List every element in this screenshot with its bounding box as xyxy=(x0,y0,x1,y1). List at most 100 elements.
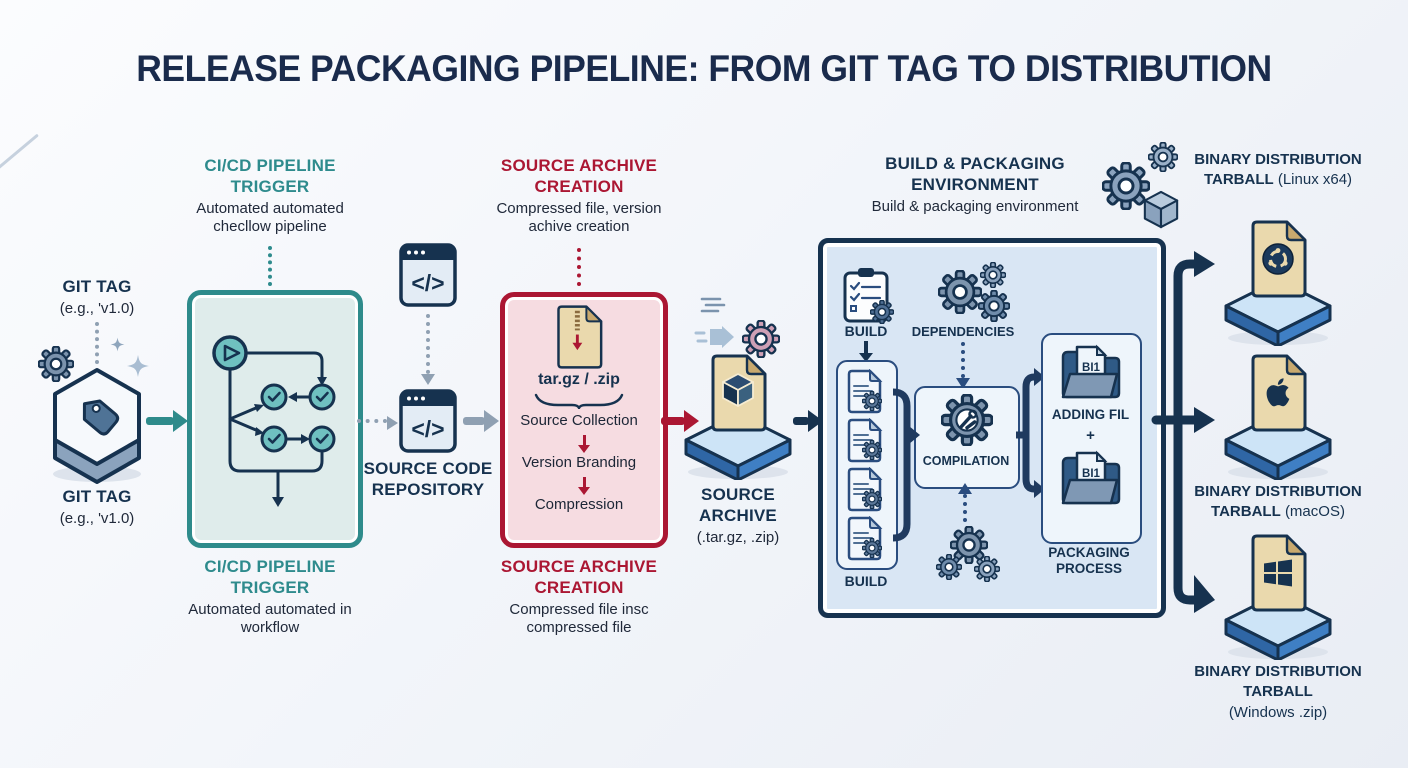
git-tag-bottom-sub: (e.g., 'v1.0) xyxy=(59,510,135,528)
source-archive-label-group: SOURCE ARCHIVE (.tar.gz, .zip) xyxy=(673,484,803,547)
git-tag-bottom-label: GIT TAG xyxy=(62,487,132,506)
archive-top-header: SOURCE ARCHIVE CREATION Compressed file,… xyxy=(491,155,667,237)
file-gear-icon xyxy=(846,467,886,513)
cicd-top-header: CI/CD PIPELINE TRIGGER Automated automat… xyxy=(182,155,358,237)
git-tag-top-label: GIT TAG xyxy=(62,277,132,296)
compilation-box: COMPILATION xyxy=(914,386,1020,489)
step-compression: Compression xyxy=(534,496,624,513)
folder-file-icon xyxy=(1061,451,1121,505)
file-gear-icon xyxy=(846,369,886,415)
cicd-top-sub: Automated automated checllow pipeline xyxy=(196,200,344,236)
build-environment-box: BUILD BUILD DEPENDENCIES COMPILATION xyxy=(818,238,1166,618)
cicd-bottom-header: CI/CD PIPELINE TRIGGER Automated automat… xyxy=(182,556,358,638)
lower-gears-icon xyxy=(936,526,1000,582)
linux-tarball-label: BINARY DISTRIBUTION TARBALL (Linux x64) xyxy=(1190,150,1366,191)
archive-bottom-title: SOURCE ARCHIVE CREATION xyxy=(500,557,658,598)
file-gear-icon xyxy=(846,418,886,464)
lines-decor xyxy=(700,297,726,313)
file-gear-icon xyxy=(846,516,886,562)
packaging-process-label: PACKAGING PROCESS xyxy=(1048,545,1130,577)
build-file-stack xyxy=(836,360,898,570)
git-tag-bottom-label-group: GIT TAG (e.g., 'v1.0) xyxy=(22,486,172,528)
windows-tarball-label: BINARY DISTRIBUTION TARBALL (Windows .zi… xyxy=(1183,662,1373,723)
pipeline-flowchart xyxy=(212,335,336,507)
git-tag-dotted-line xyxy=(95,322,99,364)
arrow-repo-to-archive xyxy=(463,417,485,425)
compilation-gear-icon xyxy=(940,393,994,447)
step-arrow-down xyxy=(577,435,590,453)
underbrace-decor xyxy=(534,393,624,409)
git-tag-top-sub: (e.g., 'v1.0) xyxy=(59,300,135,318)
play-icon xyxy=(212,335,248,371)
compilation-label: COMPILATION xyxy=(922,454,1010,468)
windows-logo-icon xyxy=(1264,559,1292,587)
dependencies-dotted-arrow xyxy=(956,342,970,389)
apple-logo-icon xyxy=(1266,378,1290,407)
linux-tarball-title: BINARY DISTRIBUTION TARBALL xyxy=(1194,151,1362,189)
source-code-repo-label: SOURCE CODE REPOSITORY xyxy=(363,459,493,500)
adding-fil-label: ADDING FIL xyxy=(1051,407,1130,422)
distribution-branch-connector xyxy=(1151,251,1215,613)
archive-top-title: SOURCE ARCHIVE CREATION xyxy=(500,156,658,197)
step-version-branding: Version Branding xyxy=(521,454,637,471)
windows-tarball-suffix: (Windows .zip) xyxy=(1228,703,1328,721)
build-env-title: BUILD & PACKAGING ENVIRONMENT xyxy=(885,154,1065,195)
linux-tarball-suffix: (Linux x64) xyxy=(1277,171,1353,189)
zip-file-icon xyxy=(557,305,603,369)
dotted-arrow-cicd-to-repo xyxy=(357,416,398,430)
cicd-pipeline-box xyxy=(187,290,363,548)
corner-decor-line xyxy=(0,133,39,170)
macos-tarball-title: BINARY DISTRIBUTION TARBALL xyxy=(1194,483,1362,521)
build-env-sub: Build & packaging environment xyxy=(871,198,1079,216)
windows-tarball-icon xyxy=(1224,534,1332,660)
source-archive-sub: (.tar.gz, .zip) xyxy=(696,529,780,547)
build-env-header: BUILD & PACKAGING ENVIRONMENT Build & pa… xyxy=(855,153,1095,216)
step-arrow-down xyxy=(577,477,590,495)
cicd-bottom-title: CI/CD PIPELINE TRIGGER xyxy=(204,557,336,598)
plus-label: + xyxy=(1086,427,1095,444)
archive-file-label: tar.gz / .zip xyxy=(538,371,620,388)
build-down-arrow xyxy=(859,341,873,362)
code-repo-icon xyxy=(399,243,457,307)
repo-dotted-arrow xyxy=(421,314,435,385)
arrow-archive-to-build xyxy=(793,417,809,425)
speed-arrow-decor xyxy=(694,326,734,348)
tag-icon xyxy=(82,399,120,436)
source-archive-icon xyxy=(684,354,792,480)
cicd-bottom-sub: Automated automated in workflow xyxy=(188,601,352,637)
packaging-box: ADDING FIL + xyxy=(1041,333,1142,544)
cicd-top-title: CI/CD PIPELINE TRIGGER xyxy=(204,156,336,197)
dependencies-gears-icon xyxy=(938,262,1010,322)
build-checklist-icon xyxy=(843,268,894,324)
sparkle-icon xyxy=(110,337,125,352)
compilation-to-packaging-connector xyxy=(1016,368,1045,498)
build-bottom-label: BUILD xyxy=(844,573,888,589)
cicd-dotted-line xyxy=(268,246,272,286)
code-repo-icon xyxy=(399,389,457,453)
page-title: RELEASE PACKAGING PIPELINE: FROM GIT TAG… xyxy=(136,48,1272,89)
archive-creation-box: tar.gz / .zip Source Collection Version … xyxy=(500,292,668,548)
folder-file-icon xyxy=(1061,345,1121,399)
check-icons xyxy=(260,383,336,453)
macos-tarball-icon xyxy=(1224,354,1332,480)
source-archive-label: SOURCE ARCHIVE xyxy=(699,485,777,526)
step-source-collection: Source Collection xyxy=(520,412,638,429)
dependencies-label: DEPENDENCIES xyxy=(911,324,1015,339)
arrow-archivebox-to-archive xyxy=(661,417,685,425)
ubuntu-logo-icon xyxy=(1262,243,1294,275)
windows-tarball-title: BINARY DISTRIBUTION TARBALL xyxy=(1194,663,1362,701)
archive-dotted-line xyxy=(577,248,581,286)
archive-top-sub: Compressed file, version achive creation xyxy=(496,200,662,236)
macos-tarball-label: BINARY DISTRIBUTION TARBALL (macOS) xyxy=(1183,482,1373,523)
compilation-up-dotted-arrow xyxy=(958,483,972,522)
macos-tarball-suffix: (macOS) xyxy=(1284,503,1345,521)
archive-bottom-header: SOURCE ARCHIVE CREATION Compressed file … xyxy=(491,556,667,638)
arrow-git-to-cicd xyxy=(146,417,174,425)
linux-tarball-icon xyxy=(1224,220,1332,346)
git-tag-top-label-group: GIT TAG (e.g., 'v1.0) xyxy=(22,276,172,318)
gears-box-decor xyxy=(1102,142,1179,229)
build-top-label: BUILD xyxy=(844,323,888,339)
git-tag-hexagon-icon xyxy=(53,368,141,484)
package-cube-icon xyxy=(722,373,754,407)
